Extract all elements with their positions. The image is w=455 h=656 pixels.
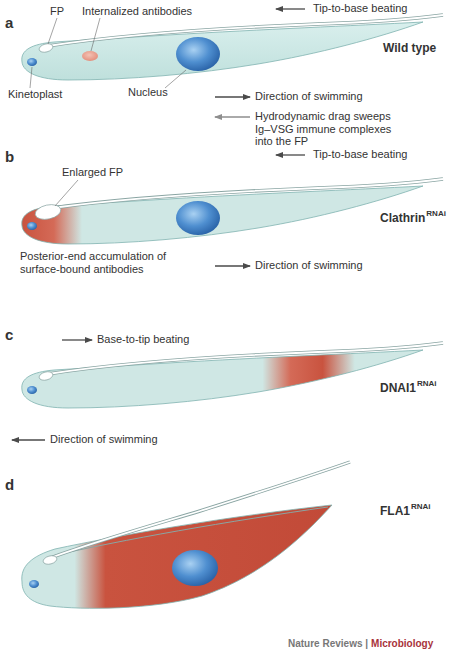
nucleus <box>176 201 220 235</box>
cell-wild-type <box>22 15 443 80</box>
genotype-superscript: RNAi <box>417 379 437 388</box>
genotype-label: FLA1 <box>380 505 410 519</box>
enlarged-flagellar-pocket <box>34 202 62 221</box>
structure-label: Enlarged FP <box>62 166 123 179</box>
detached-flagellum <box>50 462 350 558</box>
leader-line <box>48 18 57 44</box>
flagellum <box>48 343 443 374</box>
journal-credit: Nature Reviews | <box>288 638 368 650</box>
swimming-arrow <box>215 265 250 266</box>
drag-arrow <box>215 116 250 117</box>
internalized-antibodies <box>82 51 98 61</box>
leader-line <box>55 180 78 206</box>
kinetoplast <box>27 58 37 66</box>
panel-letter: d <box>5 476 14 493</box>
direction-label: Direction of swimming <box>255 90 363 103</box>
genotype-superscript: RNAi <box>411 502 431 511</box>
direction-label: Direction of swimming <box>50 433 158 446</box>
structure-label: Internalized antibodies <box>82 5 192 18</box>
beating-arrow <box>276 8 305 9</box>
leader-line <box>30 67 32 88</box>
flagellum-outline <box>48 343 443 374</box>
nucleus <box>176 37 220 71</box>
beating-label: Tip-to-base beating <box>313 2 407 15</box>
kinetoplast <box>27 222 37 230</box>
swimming-arrow <box>215 96 250 97</box>
beating-arrow <box>62 339 92 340</box>
genotype-label: Clathrin <box>380 212 425 226</box>
cell-body <box>22 186 423 244</box>
flagellar-pocket <box>42 554 58 565</box>
panel-letter: b <box>5 148 14 165</box>
flagellum-outline <box>52 179 443 208</box>
swimming-arrow <box>12 439 45 440</box>
beating-label: Tip-to-base beating <box>313 148 407 161</box>
direction-label: Direction of swimming <box>255 259 363 272</box>
drag-note: Hydrodynamic drag sweeps Ig–VSG immune c… <box>255 110 405 148</box>
flagellum <box>52 179 443 208</box>
kinetoplast <box>29 580 39 588</box>
cell-dnai1-rnai <box>22 343 443 408</box>
beating-label: Base-to-tip beating <box>97 333 189 346</box>
flagellar-pocket <box>38 370 54 381</box>
leader-line <box>165 70 186 88</box>
structure-label: Nucleus <box>128 86 168 99</box>
leader-line <box>91 18 100 51</box>
panel-letter: c <box>5 326 13 343</box>
nucleus <box>172 550 218 586</box>
genotype-superscript: RNAi <box>426 209 446 218</box>
panel-letter: a <box>5 14 13 31</box>
cell-clathrin-rnai <box>22 179 443 244</box>
genotype-label: Wild type <box>383 42 436 56</box>
kinetoplast <box>27 386 37 394</box>
cell-body <box>22 22 423 80</box>
structure-label: FP <box>50 5 64 18</box>
cell-body <box>22 505 332 608</box>
journal-credit: Microbiology <box>371 638 433 650</box>
flagellar-pocket <box>38 42 54 53</box>
cell-body <box>22 350 423 408</box>
phenotype-note: Posterior-end accumulation of surface-bo… <box>20 250 170 275</box>
structure-label: Kinetoplast <box>8 88 62 101</box>
cell-fla1-rnai <box>22 462 350 608</box>
genotype-label: DNAI1 <box>380 382 416 396</box>
beating-arrow <box>276 154 305 155</box>
detached-flagellum-outline <box>50 462 350 558</box>
